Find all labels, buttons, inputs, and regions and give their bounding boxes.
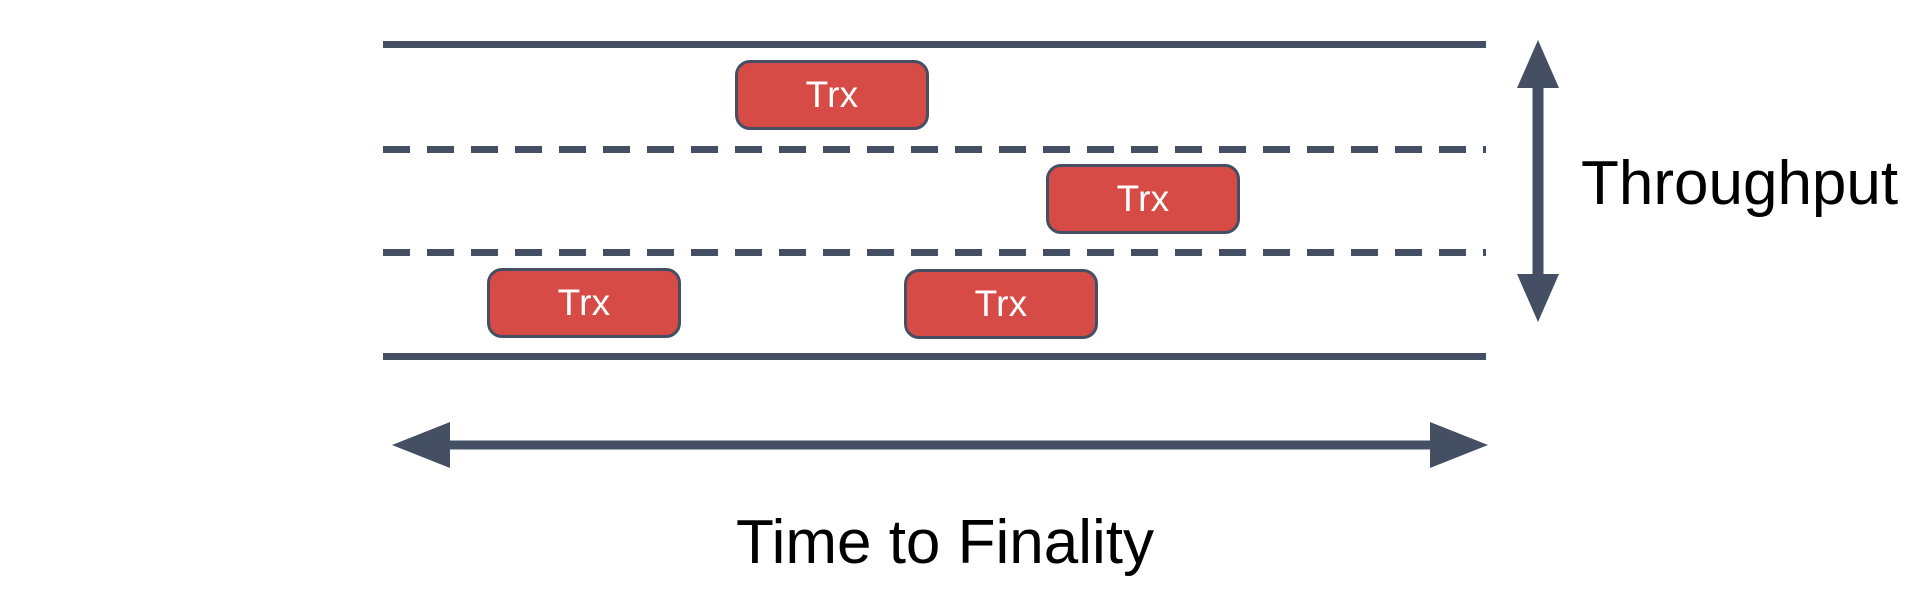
throughput-axis-label: Throughput — [1581, 149, 1899, 218]
transaction-block: Trx — [1046, 164, 1240, 234]
time-to-finality-double-arrow-icon — [392, 422, 1488, 468]
transaction-block-label: Trx — [1116, 177, 1170, 219]
time-to-finality-axis-label: Time to Finality — [736, 508, 1155, 577]
transaction-block: Trx — [487, 268, 681, 338]
lane-divider-1-dashed-line — [383, 146, 1486, 153]
transaction-block-label: Trx — [805, 73, 859, 115]
throughput-double-arrow-icon — [1517, 40, 1559, 322]
transaction-block: Trx — [904, 269, 1098, 339]
transaction-block: Trx — [735, 60, 929, 130]
transaction-block-label: Trx — [557, 281, 611, 323]
lane-boundary-bottom-line — [383, 353, 1486, 360]
lane-boundary-top-line — [383, 41, 1486, 48]
lane-divider-2-dashed-line — [383, 249, 1486, 256]
transaction-block-label: Trx — [974, 282, 1028, 324]
